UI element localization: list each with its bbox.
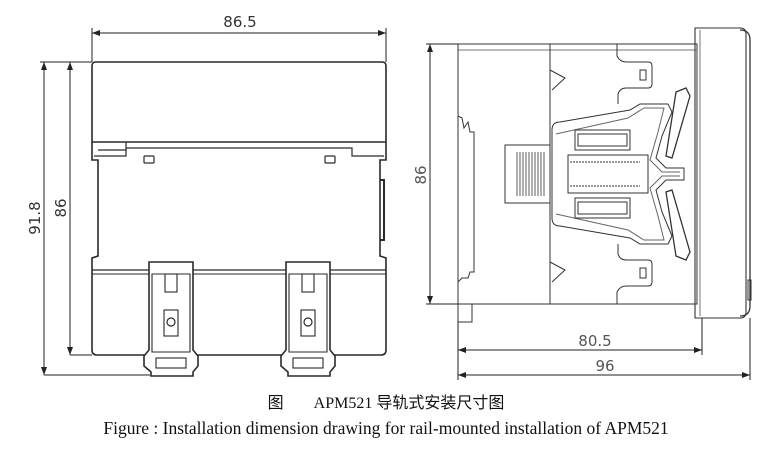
front-view (91, 61, 387, 377)
total-depth-dimension-label: 96 (595, 357, 614, 375)
caption-chinese-text: APM521 导轨式安装尺寸图 (313, 395, 505, 412)
side-height-dimension-label: 86 (412, 165, 430, 184)
caption-chinese: 图 APM521 导轨式安装尺寸图 (0, 389, 772, 413)
side-view (457, 27, 752, 323)
front-view-dimensions (40, 28, 387, 376)
caption-figure-prefix: 图 (267, 395, 284, 412)
body-depth-dimension-label: 80.5 (578, 332, 611, 350)
caption-english: Figure : Installation dimension drawing … (103, 418, 669, 438)
side-view-dimensions (426, 43, 751, 380)
width-dimension-label: 86.5 (223, 13, 256, 31)
rail-clip-left (143, 261, 199, 377)
total-height-dimension-label: 91.8 (26, 201, 44, 234)
body-height-dimension-label: 86 (52, 198, 70, 217)
rail-clip-right (280, 261, 336, 377)
dimension-drawing: 86.5 91.8 86 (26, 13, 752, 380)
